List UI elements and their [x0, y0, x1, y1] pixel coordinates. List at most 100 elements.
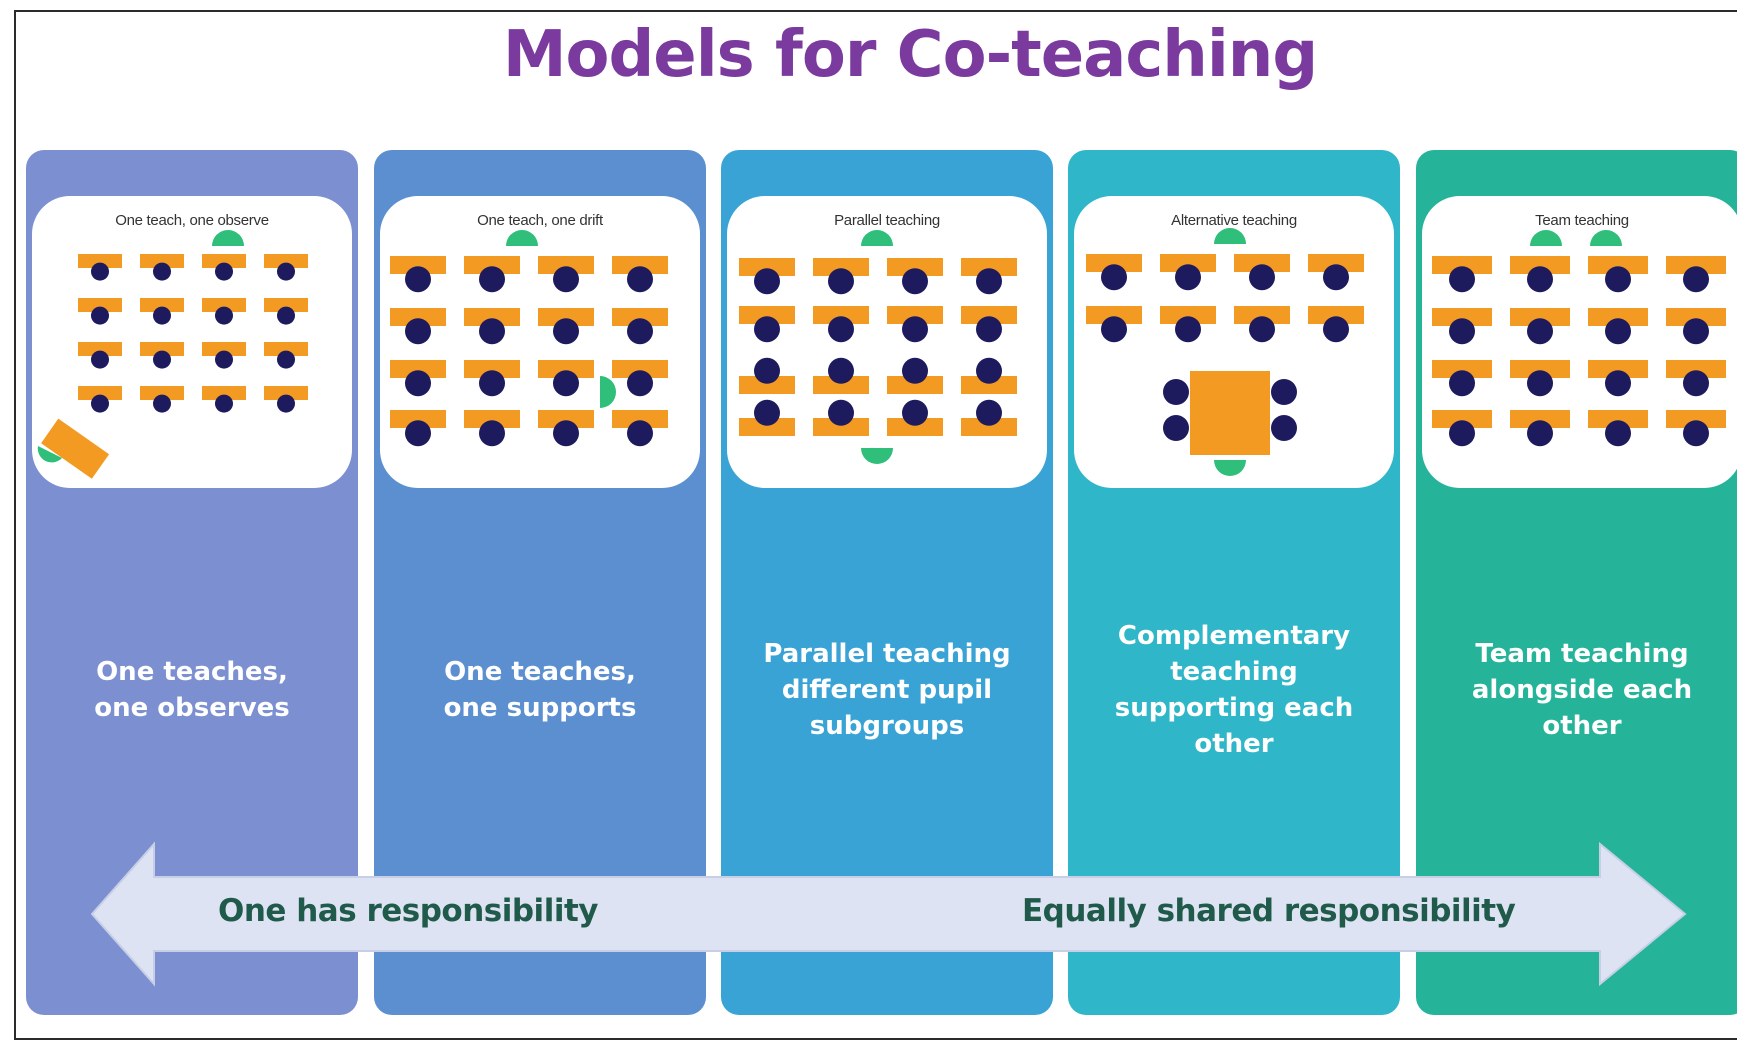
- desk: [202, 342, 246, 356]
- observer-desk: [41, 418, 110, 479]
- student: [976, 268, 1002, 295]
- student: [1163, 379, 1189, 405]
- desk: [78, 386, 122, 400]
- desk: [739, 306, 795, 324]
- desk: [1510, 308, 1570, 326]
- student: [553, 370, 579, 397]
- student: [1605, 370, 1631, 397]
- student: [902, 316, 928, 343]
- teacher: [1214, 460, 1246, 476]
- student: [1449, 318, 1475, 345]
- student: [277, 306, 295, 325]
- student: [1101, 264, 1127, 291]
- desk: [1432, 360, 1492, 378]
- page-title: Models for Co-teaching: [502, 18, 1318, 92]
- student: [1249, 264, 1275, 291]
- desk: [1510, 360, 1570, 378]
- column-drift: One teach, one drift One teaches, one su…: [374, 150, 706, 1015]
- desk: [1086, 306, 1142, 324]
- teacher: [1590, 230, 1622, 246]
- desk: [264, 298, 308, 312]
- student: [215, 350, 233, 369]
- student: [153, 350, 171, 369]
- teacher: [861, 230, 893, 246]
- student: [91, 394, 109, 413]
- desk: [813, 418, 869, 436]
- desk: [464, 360, 520, 378]
- student: [1249, 316, 1275, 343]
- student: [1605, 318, 1631, 345]
- panel-label: Parallel teaching: [834, 212, 940, 229]
- desk: [1588, 410, 1648, 428]
- student: [627, 266, 653, 293]
- student: [1527, 266, 1553, 293]
- desk: [961, 258, 1017, 276]
- student: [215, 262, 233, 281]
- desk: [1160, 306, 1216, 324]
- desk: [1666, 256, 1726, 274]
- desk: [612, 308, 668, 326]
- desk: [612, 256, 668, 274]
- classroom-diagram-alternative: [1086, 228, 1364, 476]
- desk: [887, 306, 943, 324]
- desk: [78, 254, 122, 268]
- desk: [887, 258, 943, 276]
- student: [1683, 370, 1709, 397]
- student: [405, 318, 431, 345]
- column-observe: One teach, one observe One teaches, one …: [26, 150, 358, 1015]
- desk: [78, 342, 122, 356]
- desk: [1588, 256, 1648, 274]
- desk: [202, 386, 246, 400]
- classroom-panel-team: Team teaching: [1422, 196, 1737, 488]
- student: [405, 266, 431, 293]
- classroom-diagram-drift: [390, 230, 668, 447]
- desk: [538, 360, 594, 378]
- student: [627, 370, 653, 397]
- desk: [739, 258, 795, 276]
- student: [828, 399, 854, 426]
- teacher: [212, 230, 244, 246]
- teacher: [1214, 228, 1246, 244]
- desk: [140, 386, 184, 400]
- student: [828, 268, 854, 295]
- desk: [390, 410, 446, 428]
- student: [277, 350, 295, 369]
- student: [754, 399, 780, 426]
- desk: [140, 342, 184, 356]
- student: [153, 394, 171, 413]
- desk: [202, 298, 246, 312]
- desk: [961, 306, 1017, 324]
- student: [1449, 370, 1475, 397]
- student: [1683, 266, 1709, 293]
- student: [976, 357, 1002, 384]
- desk: [202, 254, 246, 268]
- desk: [739, 376, 795, 394]
- desk: [1234, 306, 1290, 324]
- student: [1527, 318, 1553, 345]
- column-alternative: Alternative teaching Complementary teach…: [1068, 150, 1400, 1015]
- desk: [1086, 254, 1142, 272]
- student: [1449, 420, 1475, 447]
- student: [1527, 370, 1553, 397]
- student: [215, 306, 233, 325]
- double-arrow-shape: [90, 841, 1687, 987]
- desk: [1588, 308, 1648, 326]
- student: [405, 420, 431, 447]
- desk: [1432, 410, 1492, 428]
- student: [627, 318, 653, 345]
- desk: [1308, 306, 1364, 324]
- student: [153, 262, 171, 281]
- desk: [538, 410, 594, 428]
- panel-label: One teach, one drift: [477, 212, 603, 229]
- desk: [390, 308, 446, 326]
- student: [1605, 420, 1631, 447]
- student: [479, 370, 505, 397]
- desk: [1666, 360, 1726, 378]
- teacher: [506, 230, 538, 246]
- student: [277, 262, 295, 281]
- desk: [538, 308, 594, 326]
- student: [91, 350, 109, 369]
- student: [1175, 316, 1201, 343]
- student: [976, 399, 1002, 426]
- student: [153, 306, 171, 325]
